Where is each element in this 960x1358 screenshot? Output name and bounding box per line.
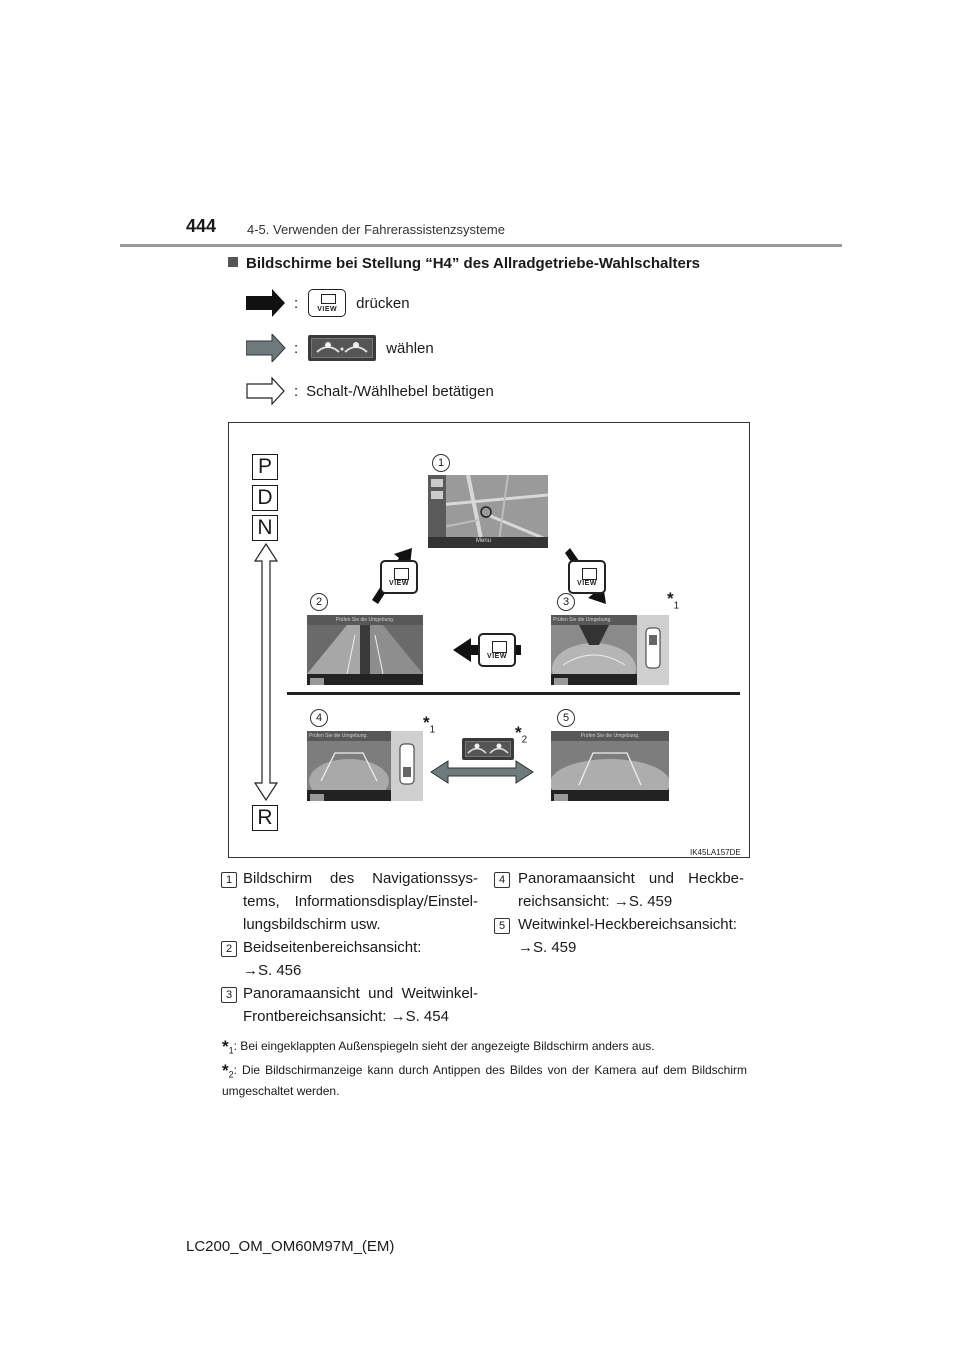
camera-switch-button	[462, 738, 514, 760]
gear-r: R	[252, 805, 278, 831]
figure-divider	[287, 692, 740, 695]
caption-number-4: 4	[494, 872, 510, 888]
legend-select-text: wählen	[386, 340, 434, 357]
outline-arrow-icon	[246, 377, 286, 405]
caption-number-3: 3	[221, 987, 237, 1003]
gray-arrow-icon	[246, 334, 286, 362]
screen-number-4: 4	[310, 709, 328, 727]
camera-switch-icon	[308, 335, 376, 361]
square-bullet-icon	[228, 257, 238, 267]
header-divider	[120, 244, 842, 247]
view-button-right: VIEW	[568, 560, 606, 594]
legend-shift-text: Schalt-/Wählhebel betätigen	[306, 383, 494, 400]
caption-3: Panoramaansicht und Weitwinkel-Frontbere…	[243, 982, 478, 1028]
navigation-screen: Menu	[428, 475, 548, 548]
screen-number-5: 5	[557, 709, 575, 727]
caption-1: Bildschirm des Navigationssys-tems, Info…	[243, 867, 478, 936]
caption-number-1: 1	[221, 872, 237, 888]
wide-rear-view-screen: Prüfen Sie die Umgebung.	[551, 731, 669, 801]
figure-code: IK45LA157DE	[690, 848, 741, 857]
switch-double-arrow-icon	[430, 760, 534, 784]
heading-text: Bildschirme bei Stellung “H4” des Allrad…	[246, 255, 700, 272]
panorama-rear-view-screen: Prüfen Sie die Umgebung.	[307, 731, 423, 801]
both-sides-view-screen: Prüfen Sie die Umgebung.	[307, 615, 423, 685]
gear-n: N	[252, 515, 278, 541]
footnote-2: *2: Die Bildschirmanzeige kann durch Ant…	[222, 1062, 747, 1100]
shift-double-arrow-icon	[254, 543, 278, 801]
nav-menu-label: Menu	[476, 538, 491, 544]
screen-number-1: 1	[432, 454, 450, 472]
screen-number-2: 2	[310, 593, 328, 611]
caption-number-5: 5	[494, 918, 510, 934]
gear-p: P	[252, 454, 278, 480]
section-heading: Bildschirme bei Stellung “H4” des Allrad…	[228, 255, 700, 272]
view-button-center: VIEW	[478, 633, 516, 667]
star-mark-1: *1	[667, 589, 679, 611]
caption-2: Beidseitenbereichsansicht:→S. 456	[243, 936, 478, 982]
section-title: 4-5. Verwenden der Fahrerassistenzsystem…	[247, 222, 505, 237]
star-mark-2: *2	[515, 723, 527, 745]
legend-select: : wählen	[246, 333, 434, 363]
star-mark-1-second: *1	[423, 713, 435, 735]
footnote-1: *1: Bei eingeklappten Außenspiegeln sieh…	[222, 1038, 747, 1059]
caption-4: Panoramaansicht und Heckbe-reichsansicht…	[518, 867, 744, 913]
document-code: LC200_OM_OM60M97M_(EM)	[186, 1238, 394, 1255]
legend-shift: : Schalt-/Wählhebel betätigen	[246, 376, 494, 406]
legend-press-text: drücken	[356, 295, 409, 312]
legend-press: : VIEW drücken	[246, 288, 410, 318]
black-arrow-icon	[246, 289, 286, 317]
gear-d: D	[252, 485, 278, 511]
panorama-front-view-screen: Prüfen Sie die Umgebung.	[551, 615, 669, 685]
caption-number-2: 2	[221, 941, 237, 957]
view-button-left: VIEW	[380, 560, 418, 594]
page-number: 444	[186, 216, 216, 237]
caption-5: Weitwinkel-Heckbereichsansicht:→S. 459	[518, 913, 744, 959]
view-button-icon: VIEW	[308, 289, 346, 317]
